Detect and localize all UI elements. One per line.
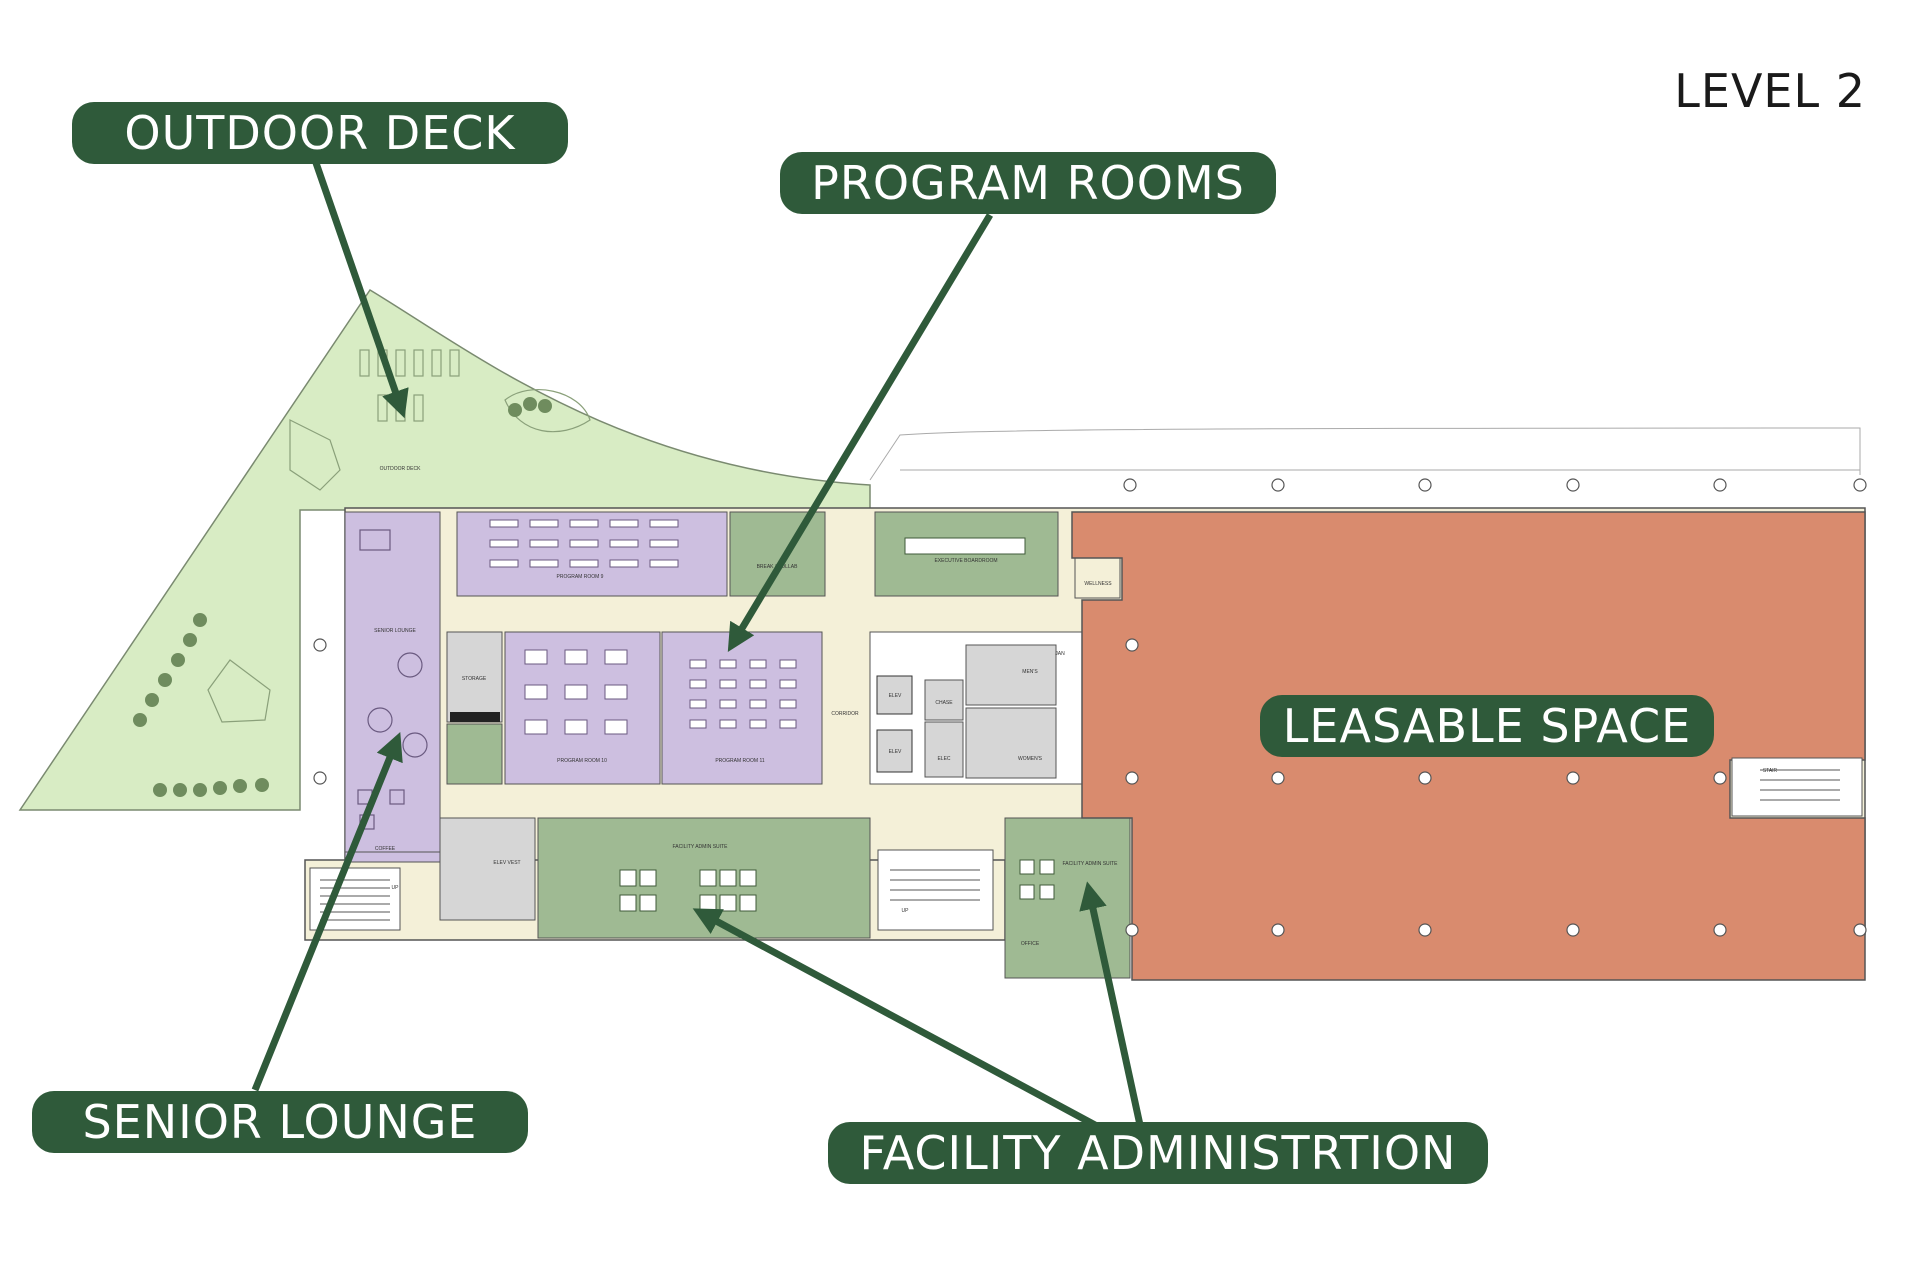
room-label-facility-admin-suite-1: FACILITY ADMIN SUITE — [673, 844, 729, 850]
room-label-wellness: WELLNESS — [1084, 581, 1112, 587]
chase — [924, 679, 964, 721]
room-label-chase: CHASE — [935, 700, 953, 706]
room-label-outdoor-deck: OUTDOOR DECK — [380, 466, 422, 472]
room-label-facility-admin-suite-2: FACILITY ADMIN SUITE — [1063, 861, 1119, 867]
structural-columns — [313, 478, 1867, 937]
room-label-executive-boardroom: EXECUTIVE BOARDROOM — [934, 558, 997, 564]
room-label-corridor: CORRIDOR — [831, 711, 859, 717]
admin-suite-2-desks — [1019, 859, 1055, 900]
room-label-up-middle: UP — [902, 908, 910, 914]
break-collab-room — [729, 511, 826, 597]
stair-east — [1731, 757, 1863, 817]
room-label-up-west: UP — [392, 885, 400, 891]
room-label-office: OFFICE — [1021, 941, 1040, 947]
room-label-senior-lounge: SENIOR LOUNGE — [374, 628, 416, 634]
room-label-program-room-9: PROGRAM ROOM 9 — [557, 574, 604, 580]
room-label-stair-east: STAIR — [1763, 768, 1778, 774]
arrow-senior-lounge — [251, 732, 403, 1092]
mens-restroom — [965, 644, 1057, 706]
boardroom-table — [904, 537, 1026, 555]
room-label-storage: STORAGE — [462, 676, 487, 682]
room-label-elec: ELEC — [937, 756, 950, 762]
callout-program-rooms: PROGRAM ROOMS — [780, 152, 1276, 214]
callout-leasable-space: LEASABLE SPACE — [1260, 695, 1714, 757]
room-label-elev-2: ELEV — [889, 749, 902, 755]
admin-suite-1-desks — [619, 869, 757, 912]
room-label-elev-1: ELEV — [889, 693, 902, 699]
room-label-elev-vest: ELEV VEST — [493, 860, 520, 866]
program-room-9-tables — [489, 519, 679, 568]
elevator-2 — [876, 729, 913, 773]
arrow-facility-admin-1 — [692, 908, 1097, 1129]
elevator-1 — [876, 675, 913, 715]
electrical-room — [924, 721, 964, 778]
arrow-facility-admin-2 — [1079, 881, 1144, 1126]
room-label-coffee: COFFEE — [375, 846, 396, 852]
room-label-womens: WOMEN'S — [1018, 756, 1043, 762]
callout-senior-lounge: SENIOR LOUNGE — [32, 1091, 528, 1153]
level-title: LEVEL 2 — [1674, 64, 1866, 118]
room-label-program-room-10: PROGRAM ROOM 10 — [557, 758, 607, 764]
arrow-program-rooms — [727, 213, 994, 653]
wellness-room — [1074, 557, 1121, 599]
program-room-10-tables — [524, 649, 628, 735]
senior-lounge-lower — [344, 851, 441, 863]
callout-arrows — [251, 158, 1144, 1129]
callout-outdoor-deck: OUTDOOR DECK — [72, 102, 568, 164]
senior-lounge-area — [344, 511, 441, 853]
room-label-mens: MEN'S — [1022, 669, 1038, 675]
womens-restroom — [965, 707, 1057, 779]
callout-facility-administration: FACILITY ADMINISTRTION — [828, 1122, 1488, 1184]
program-room-11-tables — [689, 659, 797, 729]
small-admin-room — [446, 723, 503, 785]
deck-planters — [133, 397, 552, 797]
canopy-outline — [869, 427, 1861, 481]
arrow-outdoor-deck — [311, 158, 409, 419]
outdoor-deck-area — [18, 288, 871, 811]
elevator-vestibule — [439, 817, 536, 921]
room-label-jan: JAN — [1055, 651, 1065, 657]
room-label-program-room-11: PROGRAM ROOM 11 — [715, 758, 765, 764]
